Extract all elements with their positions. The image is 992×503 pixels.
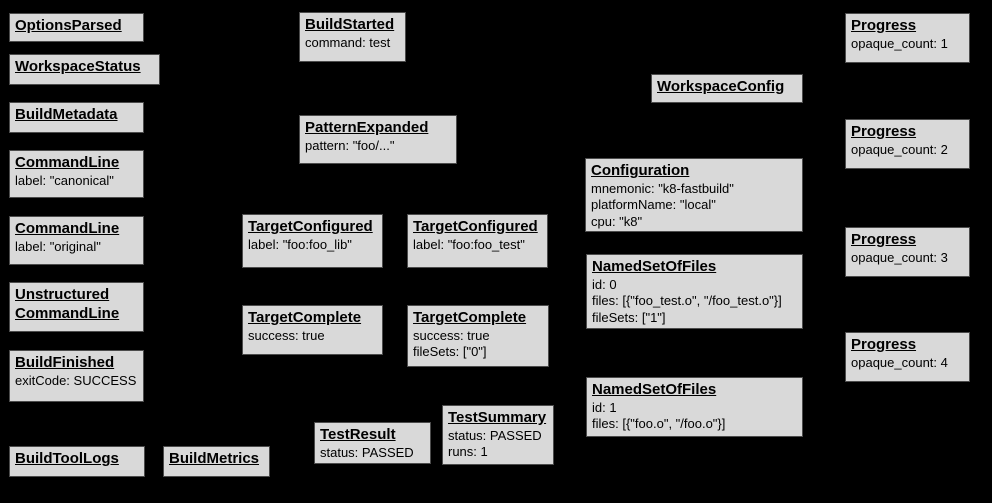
event-node-field: label: "foo:foo_test": [413, 236, 525, 252]
event-node-field: label: "foo:foo_lib": [248, 236, 352, 252]
event-node-field: fileSets: ["1"]: [592, 310, 666, 325]
event-node-title: BuildStarted: [305, 16, 395, 33]
event-node-title: NamedSetOfFiles: [592, 258, 717, 275]
event-node-title: NamedSetOfFiles: [592, 381, 717, 398]
event-node-title: Progress: [851, 231, 917, 248]
event-node-workspaceconfig: WorkspaceConfig: [651, 74, 803, 103]
event-node-field: mnemonic: "k8-fastbuild": [591, 180, 734, 196]
event-node-field: pattern: "foo/...": [305, 137, 395, 153]
event-node-title: TestSummary: [448, 409, 547, 426]
event-node-field: status: PASSED: [320, 444, 414, 460]
event-node-field: label: "canonical": [15, 172, 114, 188]
event-node-title: WorkspaceConfig: [657, 78, 785, 95]
event-node-title: BuildMetadata: [15, 106, 118, 123]
event-node-title: Progress: [851, 123, 917, 140]
event-node-field: status: PASSED: [448, 427, 542, 443]
event-node-title: Progress: [851, 17, 917, 34]
event-node-buildmetrics: BuildMetrics: [163, 446, 270, 477]
event-node-field: platformName: "local": [591, 197, 716, 213]
event-node-buildmetadata: BuildMetadata: [9, 102, 144, 133]
event-node-field: opaque_count: 1: [851, 35, 948, 51]
event-node-field: cpu: "k8": [591, 214, 643, 229]
event-node-title: WorkspaceStatus: [15, 58, 141, 75]
event-node-field: success: true: [248, 327, 325, 343]
event-node-title: TargetConfigured: [248, 218, 373, 235]
event-node-title: BuildToolLogs: [15, 450, 119, 467]
event-node-title: CommandLine: [15, 154, 120, 171]
event-node-field: id: 1: [592, 399, 617, 415]
event-node-buildtoollogs: BuildToolLogs: [9, 446, 145, 477]
event-node-workspacestatus: WorkspaceStatus: [9, 54, 160, 85]
event-node-title: TestResult: [320, 426, 396, 443]
event-node-field: label: "original": [15, 238, 101, 254]
event-node-title: Progress: [851, 336, 917, 353]
event-node-title: TargetConfigured: [413, 218, 538, 235]
event-node-title: OptionsParsed: [15, 17, 122, 34]
event-node-title: Unstructured CommandLine: [15, 286, 120, 322]
event-node-field: runs: 1: [448, 444, 488, 460]
event-node-field: opaque_count: 2: [851, 141, 948, 157]
event-node-title: PatternExpanded: [305, 119, 429, 136]
event-node-title: CommandLine: [15, 220, 120, 237]
event-node-title: TargetComplete: [248, 309, 362, 326]
event-node-title: BuildFinished: [15, 354, 115, 371]
event-node-unstructured-commandline: Unstructured CommandLine: [9, 282, 144, 332]
event-node-field: exitCode: SUCCESS: [15, 372, 137, 388]
event-node-field: command: test: [305, 34, 391, 50]
event-node-field: files: [{"foo_test.o", "/foo_test.o"}]: [592, 293, 782, 309]
event-node-field: success: true: [413, 327, 490, 343]
event-node-title: TargetComplete: [413, 309, 527, 326]
event-node-optionsparsed: OptionsParsed: [9, 13, 144, 42]
event-node-field: fileSets: ["0"]: [413, 344, 487, 360]
event-node-field: files: [{"foo.o", "/foo.o"}]: [592, 416, 726, 432]
event-node-field: opaque_count: 3: [851, 249, 948, 265]
event-node-field: id: 0: [592, 276, 617, 292]
event-node-field: opaque_count: 4: [851, 354, 948, 370]
event-node-title: Configuration: [591, 162, 690, 179]
event-node-title: BuildMetrics: [169, 450, 260, 467]
